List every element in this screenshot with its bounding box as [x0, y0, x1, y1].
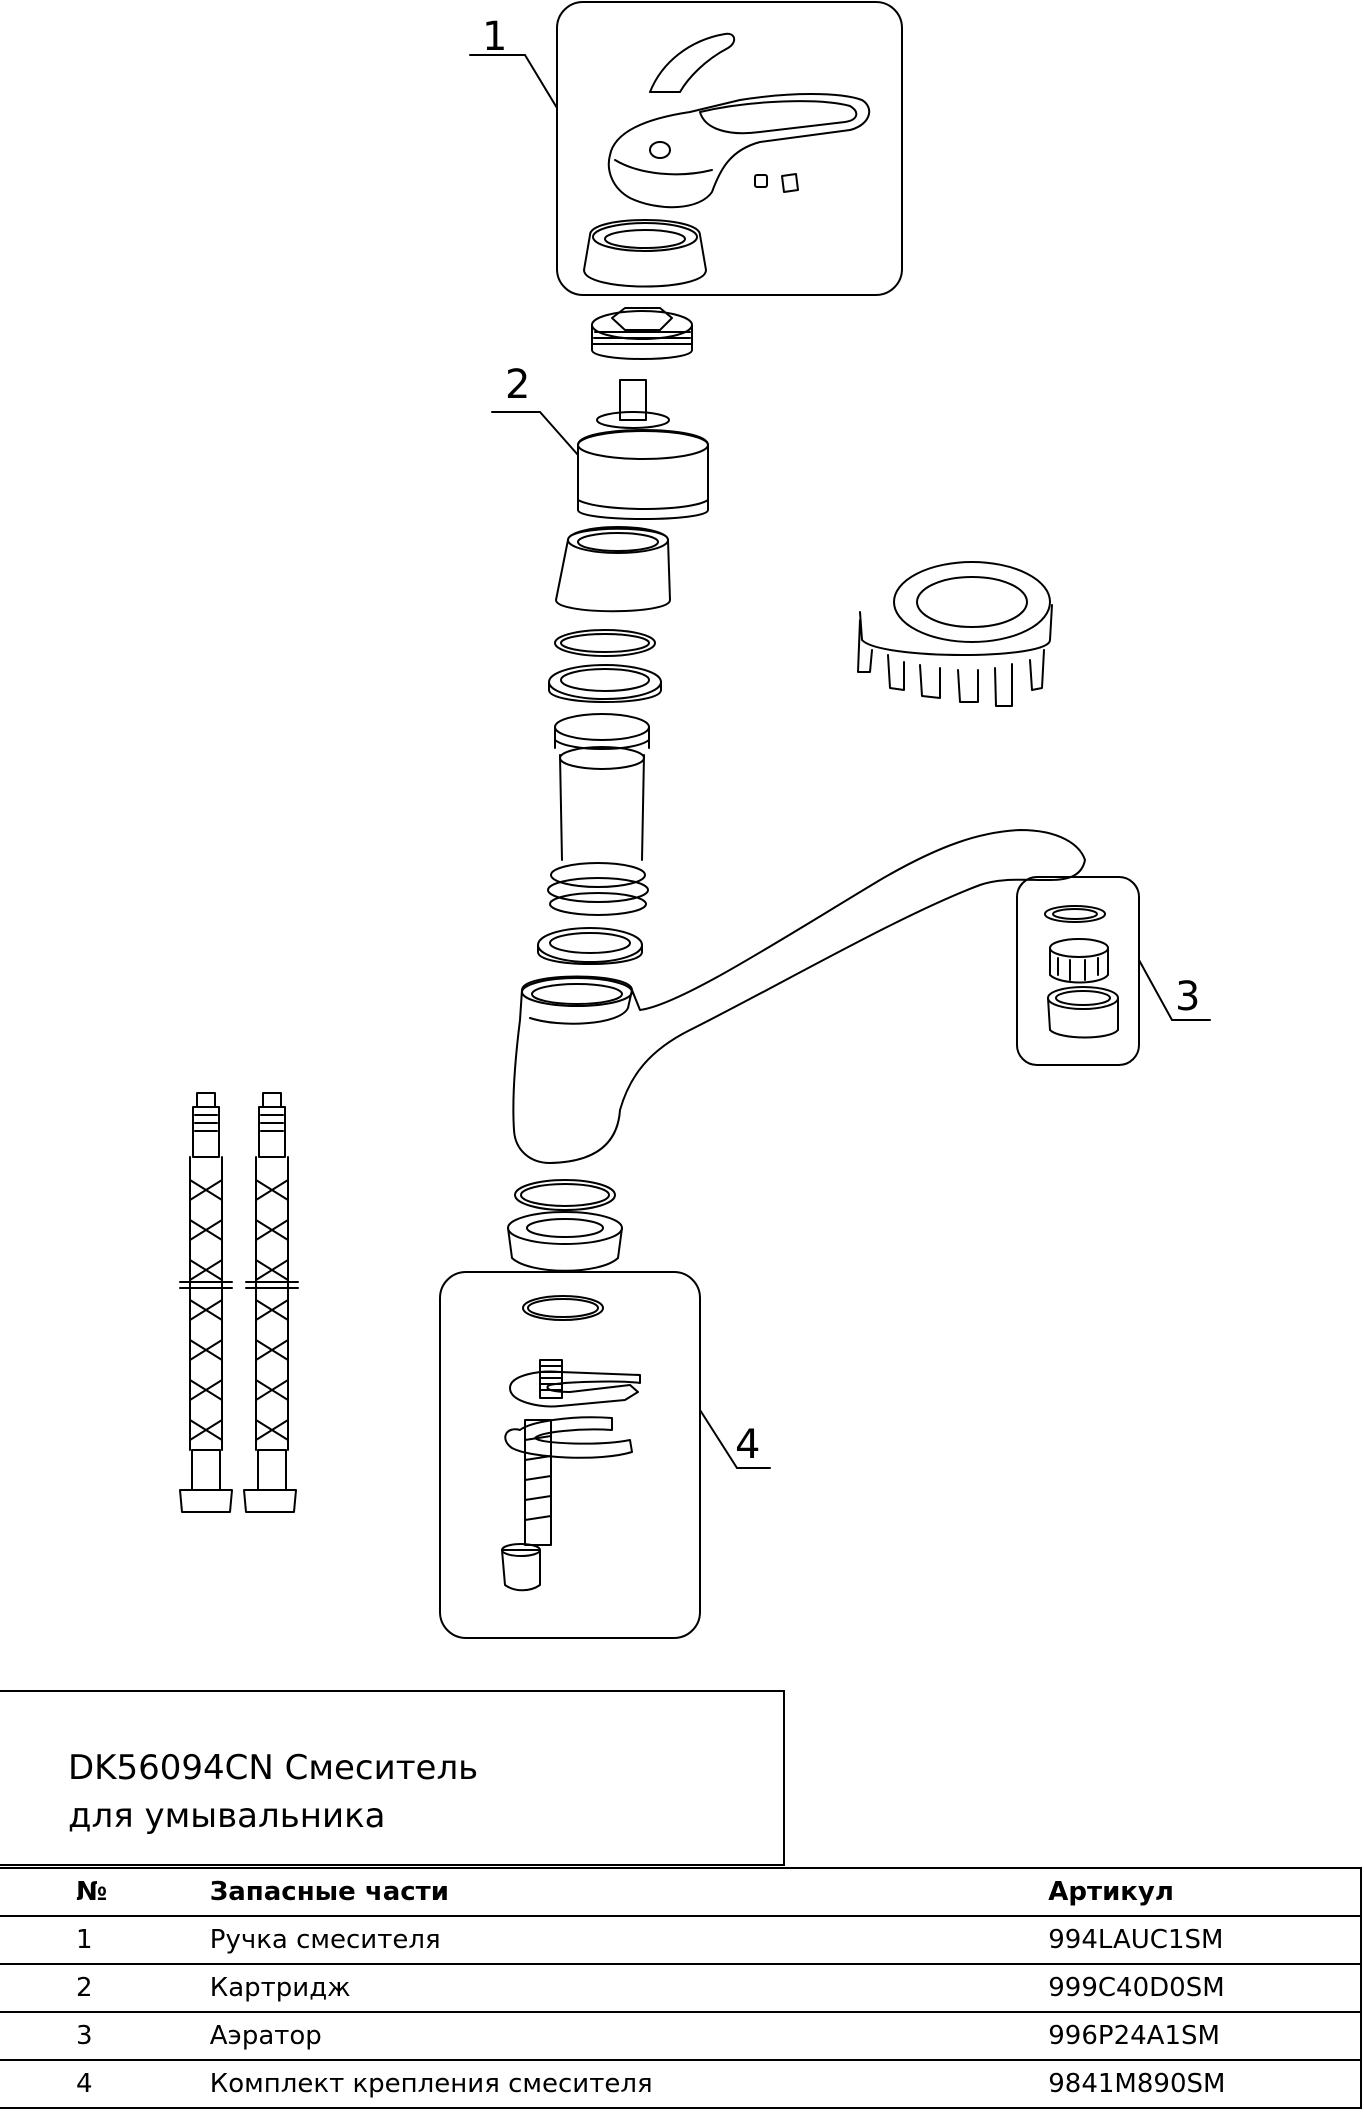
- handle-cap: [649, 32, 736, 93]
- table-row: 1 Ручка смесителя 994LAUC1SM: [0, 1915, 1362, 1965]
- handle-cover-ring: [583, 219, 707, 288]
- gasket-lower: [537, 927, 643, 965]
- row-part-name: Картридж: [209, 1963, 1049, 2013]
- product-title-line-1: DK56094CN Смеситель: [68, 1748, 479, 1788]
- flexible-hose-right: [243, 1092, 299, 1513]
- callout-3: 3: [1016, 876, 1211, 1066]
- product-title-box: DK56094CN Смеситель для умывальника: [0, 1690, 785, 1866]
- cartridge: [577, 379, 709, 520]
- table-row: 2 Картридж 999C40D0SM: [0, 1963, 1362, 2013]
- cartridge-nut: [591, 307, 693, 360]
- base-flange: [507, 1211, 623, 1272]
- base-o-ring: [514, 1179, 616, 1211]
- callout-4-label: 4: [735, 1422, 760, 1468]
- row-part-name: Аэратор: [209, 2011, 1049, 2061]
- cartridge-sleeve: [555, 526, 671, 613]
- handle-screw: [754, 173, 799, 193]
- table-row: 3 Аэратор 996P24A1SM: [0, 2011, 1362, 2061]
- spare-parts-table: № Запасные части Артикул 1 Ручка смесите…: [0, 1867, 1362, 2109]
- row-number: 2: [0, 1963, 210, 2013]
- callout-2-label: 2: [505, 362, 530, 408]
- row-number: 4: [0, 2059, 210, 2109]
- table-row: 4 Комплект крепления смесителя 9841M890S…: [0, 2059, 1362, 2109]
- row-article: 999C40D0SM: [1048, 1963, 1362, 2013]
- inner-tube: [547, 713, 650, 916]
- column-header-article: Артикул: [1048, 1867, 1362, 1917]
- mounting-nut: [857, 561, 1053, 707]
- row-number: 1: [0, 1915, 210, 1965]
- exploded-view-diagram: 1 2: [179, 1, 1211, 1639]
- callout-2: 2: [491, 362, 579, 456]
- callout-1-label: 1: [482, 14, 507, 60]
- handle-lever: [607, 93, 871, 209]
- faucet-body: [512, 829, 1086, 1164]
- row-number: 3: [0, 2011, 210, 2061]
- row-part-name: Комплект крепления смесителя: [209, 2059, 1049, 2109]
- callout-3-label: 3: [1175, 974, 1200, 1020]
- table-header-row: № Запасные части Артикул: [0, 1867, 1362, 1917]
- gasket-upper: [548, 664, 662, 703]
- product-title: DK56094CN Смеситель для умывальника: [68, 1744, 478, 1840]
- column-header-number: №: [0, 1867, 210, 1917]
- product-title-line-2: для умывальника: [68, 1796, 386, 1836]
- row-article: 9841M890SM: [1048, 2059, 1362, 2109]
- fixing-kit-parts: [501, 1295, 641, 1592]
- column-header-part: Запасные части: [209, 1867, 1049, 1917]
- row-article: 994LAUC1SM: [1048, 1915, 1362, 1965]
- flexible-hose-left: [179, 1092, 233, 1513]
- callout-4: 4: [439, 1271, 771, 1639]
- o-ring-upper-1: [554, 629, 656, 657]
- aerator-parts: [1044, 905, 1119, 1039]
- callout-1: 1: [469, 1, 903, 296]
- row-part-name: Ручка смесителя: [209, 1915, 1049, 1965]
- row-article: 996P24A1SM: [1048, 2011, 1362, 2061]
